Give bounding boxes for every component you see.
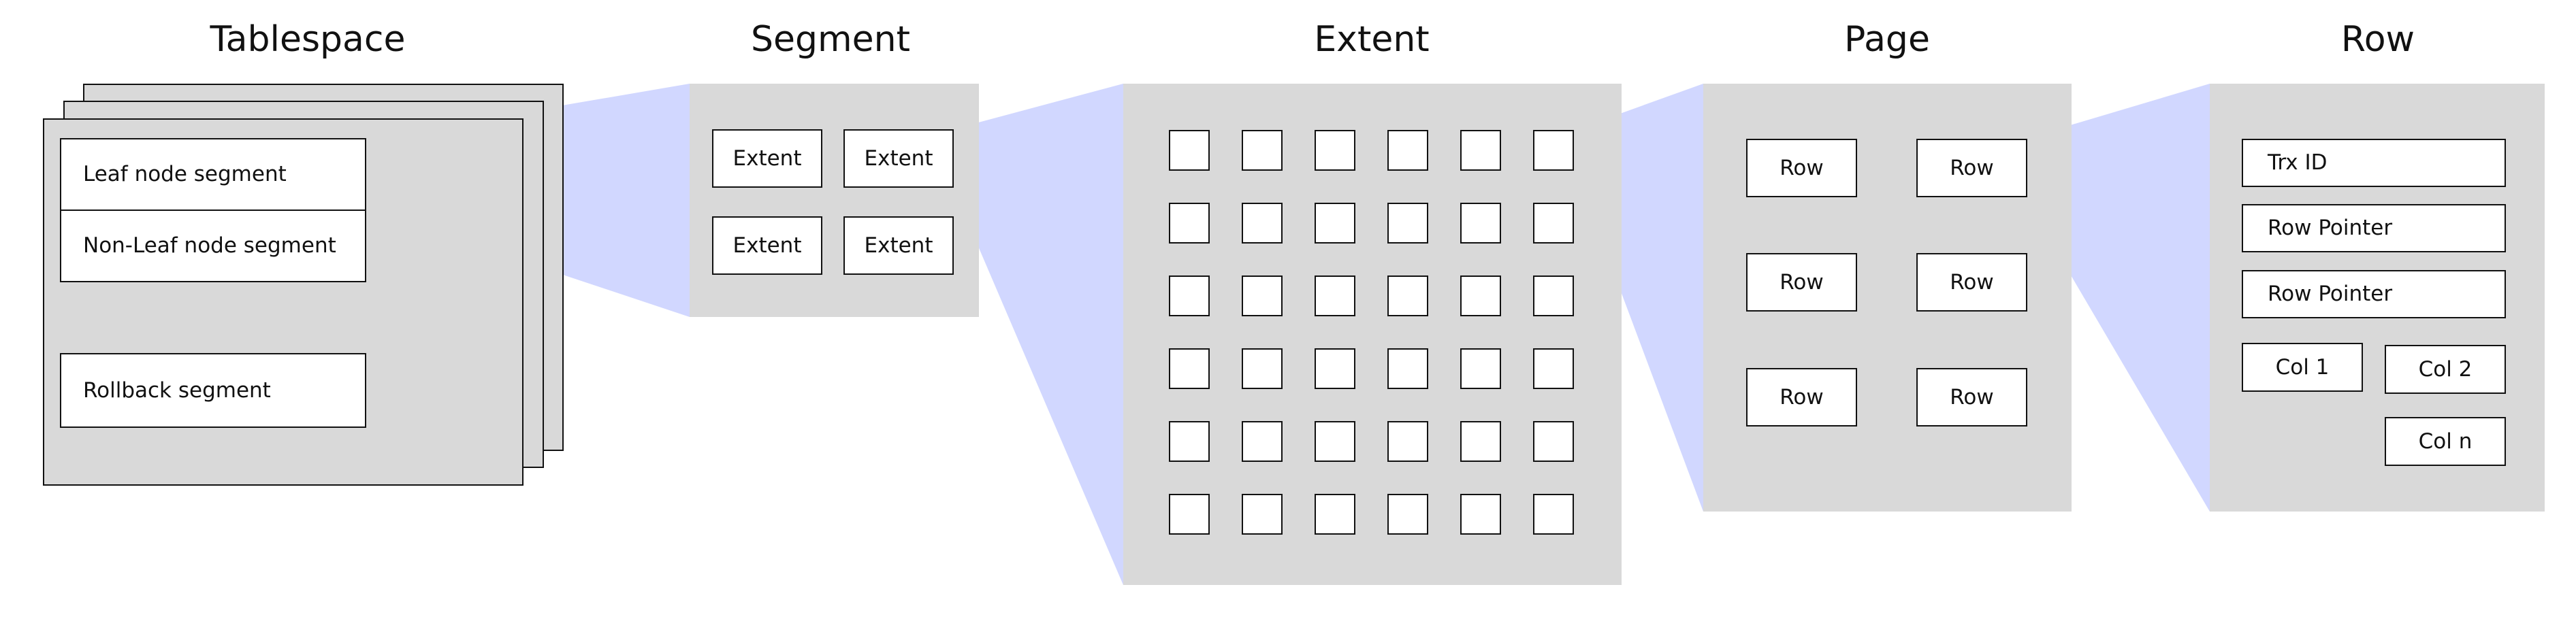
rollback-segment-label: Rollback segment [83,378,271,403]
segment-title: Segment [751,19,910,60]
extent-page-cell [1387,494,1428,535]
extent-page-cell [1169,421,1210,462]
extent-page-cell [1169,275,1210,316]
extent-page-cell [1387,275,1428,316]
page-row-box: Row [1916,253,2027,312]
leaf-node-segment-box: Leaf node segment [60,138,366,211]
extent-page-cell [1533,348,1574,389]
segment-panel [690,84,979,317]
extent-page-cell [1169,130,1210,171]
trx-id-box: Trx ID [2242,139,2506,187]
extent-page-cell [1387,203,1428,244]
segment-extent-label: Extent [732,233,802,258]
segment-extent-label: Extent [732,146,802,171]
page-title: Page [1844,19,1930,60]
row-pointer-label: Row Pointer [2268,282,2393,306]
col-1-label: Col 1 [2275,354,2330,380]
extent-page-cell [1387,421,1428,462]
extent-page-cell [1460,203,1501,244]
extent-page-cell [1242,130,1283,171]
extent-page-cell [1533,494,1574,535]
col-n-box: Col n [2385,417,2506,466]
extent-page-cell [1242,203,1283,244]
extent-page-cell [1387,348,1428,389]
segment-extent-box: Extent [843,216,954,275]
extent-page-cell [1460,130,1501,171]
page-row-box: Row [1916,368,2027,426]
segment-extent-label: Extent [864,233,933,258]
non-leaf-node-segment-label: Non-Leaf node segment [83,233,336,258]
extent-page-cell [1533,130,1574,171]
segment-extent-box: Extent [843,129,954,188]
page-row-label: Row [1950,155,1994,180]
col-n-label: Col n [2418,429,2473,454]
page-row-box: Row [1746,368,1857,426]
extent-page-cell [1169,203,1210,244]
page-row-label: Row [1780,384,1824,409]
col-2-label: Col 2 [2418,356,2473,382]
extent-page-cell [1169,348,1210,389]
page-row-label: Row [1780,269,1824,295]
col-2-box: Col 2 [2385,345,2506,394]
segment-extent-box: Extent [712,216,822,275]
extent-title: Extent [1314,19,1430,60]
page-row-box: Row [1746,253,1857,312]
segment-to-extent-connector [953,84,1123,585]
extent-page-cell [1315,130,1355,171]
extent-page-cell [1533,421,1574,462]
extent-page-cell [1460,421,1501,462]
non-leaf-node-segment-box: Non-Leaf node segment [60,210,366,282]
extent-page-cell [1315,203,1355,244]
leaf-node-segment-label: Leaf node segment [83,162,287,186]
extent-page-cell [1169,494,1210,535]
extent-page-cell [1315,348,1355,389]
extent-page-cell [1533,275,1574,316]
segment-extent-label: Extent [864,146,933,171]
extent-page-cell [1460,494,1501,535]
page-row-box: Row [1746,139,1857,197]
extent-page-cell [1242,494,1283,535]
extent-page-cell [1242,348,1283,389]
page-row-box: Row [1916,139,2027,197]
row-pointer-box: Row Pointer [2242,270,2506,318]
extent-page-cell [1242,421,1283,462]
trx-id-label: Trx ID [2268,150,2328,175]
extent-page-cell [1242,275,1283,316]
col-1-box: Col 1 [2242,343,2363,392]
extent-page-cell [1387,130,1428,171]
page-row-label: Row [1780,155,1824,180]
extent-page-cell [1460,348,1501,389]
row-title: Row [2340,19,2415,60]
extent-page-cell [1533,203,1574,244]
page-row-label: Row [1950,384,1994,409]
extent-page-cell [1315,275,1355,316]
row-pointer-label: Row Pointer [2268,216,2393,240]
tablespace-title: Tablespace [210,19,406,60]
segment-extent-box: Extent [712,129,822,188]
rollback-segment-box: Rollback segment [60,353,366,428]
page-row-label: Row [1950,269,1994,295]
extent-page-cell [1460,275,1501,316]
extent-page-cell [1315,421,1355,462]
extent-page-cell [1315,494,1355,535]
row-pointer-box: Row Pointer [2242,204,2506,252]
